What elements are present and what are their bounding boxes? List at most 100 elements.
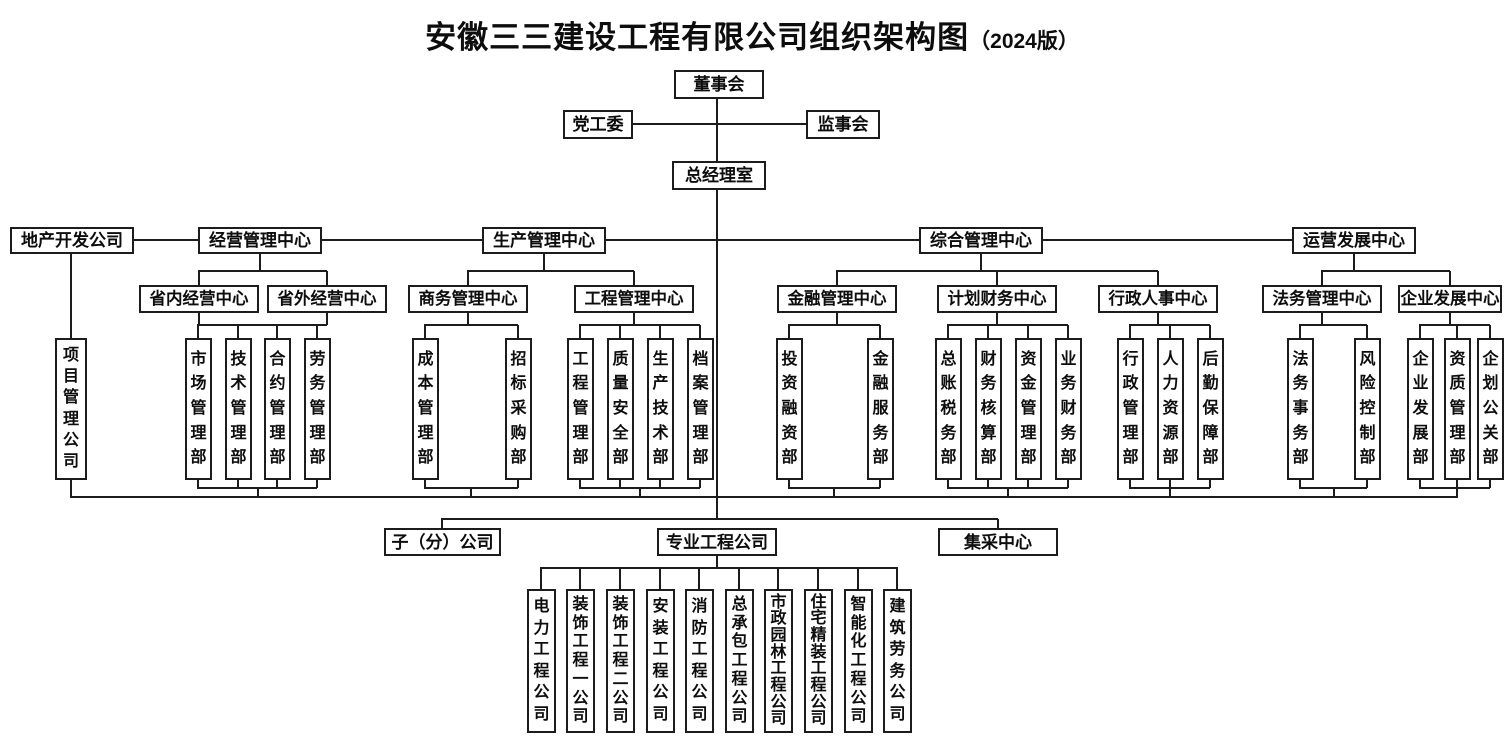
connector-line (836, 271, 838, 285)
connector-line (197, 325, 199, 338)
connector-line (833, 488, 835, 497)
node-business-mgmt-center: 经营管理中心 (198, 227, 322, 254)
connector-line (1366, 480, 1368, 488)
node-admin-hr-center: 行政人事中心 (1098, 285, 1218, 313)
node-department: 金融服务部 (867, 338, 894, 480)
node-department: 劳务管理部 (304, 338, 331, 480)
connector-line (777, 568, 779, 589)
connector-line (817, 568, 819, 589)
node-department: 招标采购部 (505, 338, 532, 480)
connector-line (470, 488, 472, 497)
node-department: 风险控制部 (1354, 338, 1381, 480)
connector-line (1169, 480, 1171, 488)
connector-line (441, 518, 998, 520)
connector-line (1449, 313, 1451, 325)
node-real-estate-dev-company: 地产开发公司 (10, 227, 134, 254)
node-department: 财务核算部 (975, 338, 1002, 480)
connector-line (579, 324, 700, 326)
connector-line (947, 487, 1068, 489)
connector-line (276, 480, 278, 488)
node-department: 成本管理部 (412, 338, 439, 480)
connector-line (1129, 487, 1210, 489)
node-department: 项目管理公司 (55, 338, 87, 480)
connector-line (1456, 325, 1458, 338)
connector-line (698, 568, 700, 589)
connector-line (987, 325, 989, 338)
connector-line (467, 313, 469, 325)
connector-line (997, 519, 999, 528)
connector-line (659, 568, 661, 589)
connector-line (1321, 271, 1323, 285)
connector-line (197, 324, 327, 326)
node-company: 消防工程公司 (685, 589, 714, 733)
node-planning-finance-center: 计划财务中心 (937, 285, 1057, 313)
connector-line (1353, 254, 1355, 271)
node-general-mgmt-center: 综合管理中心 (919, 227, 1043, 254)
connector-line (633, 271, 635, 285)
connector-line (1027, 325, 1029, 338)
connector-line (996, 271, 998, 285)
connector-line (1157, 271, 1159, 285)
connector-line (1209, 325, 1211, 338)
connector-line (633, 313, 635, 325)
connector-line (1129, 324, 1210, 326)
connector-line (237, 325, 239, 338)
connector-line (198, 270, 327, 272)
node-department: 质量安全部 (607, 338, 634, 480)
connector-line (70, 254, 72, 338)
node-department: 行政管理部 (1117, 338, 1144, 480)
connector-line (947, 324, 1068, 326)
connector-line (738, 568, 740, 589)
connector-line (1299, 325, 1301, 338)
connector-line (788, 487, 880, 489)
node-company: 电力工程公司 (527, 589, 556, 733)
node-company: 住宅精装工程公司 (804, 589, 833, 733)
connector-line (980, 254, 982, 271)
connector-line (1067, 480, 1069, 488)
connector-line (836, 270, 1158, 272)
connector-line (896, 568, 898, 589)
connector-line (1299, 324, 1367, 326)
node-enterprise-dev-center: 企业发展中心 (1398, 285, 1502, 313)
connector-line (70, 480, 72, 497)
node-department: 企划公关部 (1477, 338, 1504, 480)
page-title-edition: （2024版） (969, 30, 1079, 53)
connector-line (619, 325, 621, 338)
connector-line (579, 487, 700, 489)
connector-line (1489, 480, 1491, 488)
connector-line (540, 567, 898, 569)
connector-line (1456, 488, 1458, 497)
node-department: 工程管理部 (567, 338, 594, 480)
node-out-province-center: 省外经营中心 (267, 285, 387, 313)
connector-line (716, 556, 718, 568)
connector-line (1366, 325, 1368, 338)
node-department: 技术管理部 (225, 338, 252, 480)
connector-line (326, 271, 328, 285)
node-professional-eng-companies: 专业工程公司 (657, 528, 777, 556)
connector-line (987, 480, 989, 488)
node-company: 安装工程公司 (646, 589, 675, 733)
connector-line (631, 123, 806, 125)
connector-line (996, 313, 998, 325)
connector-line (1299, 487, 1367, 489)
connector-line (659, 480, 661, 488)
connector-line (788, 325, 790, 338)
connector-line (1321, 270, 1450, 272)
connector-line (316, 480, 318, 488)
connector-line (1321, 313, 1323, 325)
connector-line (836, 313, 838, 325)
node-company: 总承包工程公司 (725, 589, 754, 733)
node-company: 装饰工程二公司 (606, 589, 635, 733)
node-engineering-mgmt-center: 工程管理中心 (574, 285, 694, 313)
connector-line (517, 480, 519, 488)
connector-line (197, 487, 317, 489)
node-legal-mgmt-center: 法务管理中心 (1262, 285, 1382, 313)
connector-line (788, 480, 790, 488)
node-production-mgmt-center: 生产管理中心 (482, 227, 606, 254)
node-subsidiary-companies: 子（分）公司 (384, 528, 501, 556)
connector-line (198, 313, 200, 325)
connector-line (619, 568, 621, 589)
node-board-of-directors: 董事会 (674, 70, 764, 99)
connector-line (579, 480, 581, 488)
